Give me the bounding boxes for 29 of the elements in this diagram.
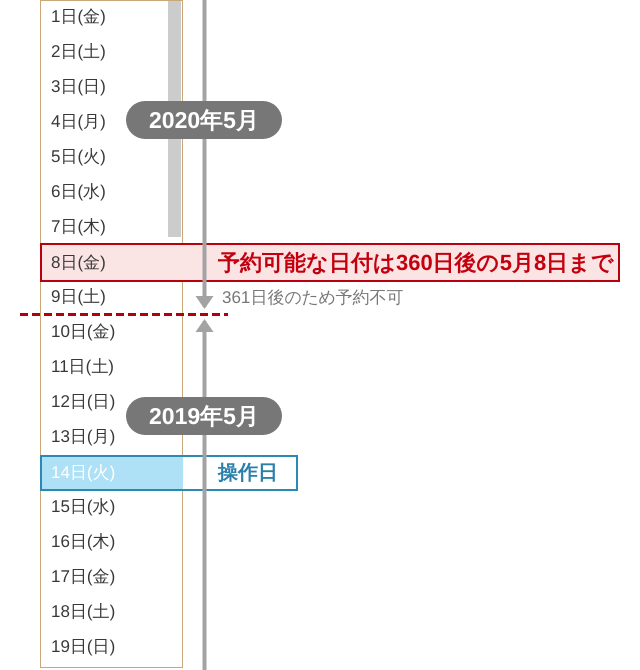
date-option: 1日(金): [51, 7, 106, 27]
date-option: 5日(火): [51, 147, 106, 167]
timeline-line: [202, 139, 206, 243]
unavailable-note: 361日後のため予約不可: [222, 287, 404, 309]
date-option: 8日(金): [51, 252, 106, 272]
date-option: 4日(月): [51, 112, 106, 132]
date-option: 14日(火): [51, 463, 116, 483]
date-option: 11日(土): [51, 357, 114, 377]
month-pill: 2020年5月: [126, 101, 282, 139]
date-option: 12日(日): [51, 392, 116, 412]
month-pill: 2019年5月: [126, 397, 282, 435]
date-option: 2日(土): [51, 42, 106, 62]
selected-row: [40, 455, 298, 491]
timeline-arrow: [196, 319, 214, 397]
date-option: 15日(水): [51, 497, 116, 517]
highlighted-row: [40, 243, 620, 282]
date-option: 16日(木): [51, 532, 116, 552]
operation-day-label: 操作日: [218, 461, 278, 485]
date-option: 7日(木): [51, 217, 106, 237]
date-option: 10日(金): [51, 322, 116, 342]
date-option: 18日(土): [51, 602, 116, 622]
timeline-arrow: [196, 282, 214, 309]
date-option: 17日(金): [51, 567, 116, 587]
date-option: 6日(水): [51, 182, 106, 202]
date-option: 9日(土): [51, 287, 106, 307]
availability-message: 予約可能な日付は360日後の5月8日まで: [218, 250, 614, 276]
date-option: 3日(日): [51, 77, 106, 97]
date-option: 13日(月): [51, 427, 116, 447]
date-option: 19日(日): [51, 637, 116, 657]
